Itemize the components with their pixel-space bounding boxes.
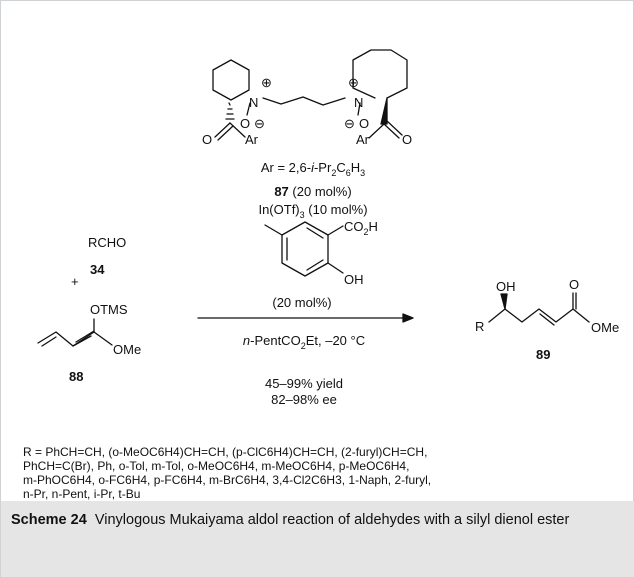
product-id: 89 <box>536 347 550 362</box>
right-c-o-bond-b <box>386 120 403 136</box>
right-n-o-bond <box>357 102 361 116</box>
left-o-charge: ⊖ <box>254 116 265 131</box>
salicylic-ring <box>281 221 329 277</box>
plus-sign: + <box>71 274 79 289</box>
aldehyde-id: 34 <box>90 262 105 277</box>
right-wedge <box>380 97 388 125</box>
product-ome-label: OMe <box>591 320 619 335</box>
r-group-list: R = PhCH=CH, (o-MeOC6H4)CH=CH, (p-ClC6H4… <box>23 445 613 501</box>
co2h-bond <box>327 225 344 236</box>
right-ar-label: Ar <box>356 132 370 147</box>
left-n-o-bond <box>246 102 251 116</box>
catalyst-loading: 87 (20 mol%) <box>274 184 351 199</box>
r-group-line-2: PhCH=C(Br), Ph, o-Tol, m-Tol, o-MeOC6H4,… <box>23 459 410 473</box>
right-n-charge: ⊕ <box>348 75 359 90</box>
oh-bond <box>327 262 344 274</box>
left-c-ar-bond <box>229 122 246 138</box>
left-piperidine-ring <box>212 59 250 101</box>
right-o-charge: ⊖ <box>344 116 355 131</box>
additive-loading: (20 mol%) <box>272 295 331 310</box>
left-hash-1 <box>228 102 231 106</box>
r-group-line-3: m-PhOC6H4, o-FC6H4, p-FC6H4, m-BrC6H4, 3… <box>23 473 432 487</box>
left-carbonyl-o: O <box>202 132 212 147</box>
caption-label: Scheme 24 <box>11 512 87 528</box>
right-n-label: N <box>354 95 363 110</box>
left-n-charge: ⊕ <box>261 75 272 90</box>
dienol-chain <box>37 331 95 347</box>
left-c-o-bond-b <box>217 125 234 141</box>
right-piperidine-ring <box>352 49 408 99</box>
left-c-o-bond-a <box>214 122 231 138</box>
right-c-o-bond-a <box>383 123 400 139</box>
ar-definition: Ar = 2,6-i-Pr2C6H3 <box>261 160 365 178</box>
methyl-bond <box>264 224 283 236</box>
propyl-linker <box>262 96 346 106</box>
product-oh-wedge <box>500 293 508 310</box>
left-o-label: O <box>240 116 250 131</box>
product-r-label: R <box>475 319 484 334</box>
r-group-line-1: R = PhCH=CH, (o-MeOC6H4)CH=CH, (p-ClC6H4… <box>23 445 428 459</box>
product-oh-label: OH <box>496 279 516 294</box>
dienol-id: 88 <box>69 369 83 384</box>
arrow-head <box>402 313 414 323</box>
left-n-label: N <box>249 95 258 110</box>
right-c-ar-bond <box>368 123 385 139</box>
ome-bond <box>93 331 113 346</box>
aldehyde-formula: RCHO <box>88 235 126 250</box>
ome-label: OMe <box>113 342 141 357</box>
otms-label: OTMS <box>90 302 128 317</box>
ee-range: 82–98% ee <box>271 392 337 407</box>
scheme-drawing: N ⊕ O ⊖ O Ar N ⊕ O ⊖ Ar O Ar = 2,6-i-Pr2… <box>37 49 619 407</box>
co2h-label: CO2H <box>344 219 378 237</box>
left-ar-label: Ar <box>245 132 259 147</box>
r-group-line-4: n-Pr, n-Pent, i-Pr, t-Bu <box>23 487 141 501</box>
solvent-conditions: n-PentCO2Et, –20 °C <box>243 333 365 351</box>
yield-range: 45–99% yield <box>265 376 343 391</box>
right-o-label: O <box>359 116 369 131</box>
product-carbonyl-o: O <box>569 277 579 292</box>
oh-label: OH <box>344 272 364 287</box>
lewis-acid: In(OTf)3 (10 mol%) <box>258 202 367 220</box>
scheme-caption: Scheme 24 Vinylogous Mukaiyama aldol rea… <box>1 501 634 577</box>
right-carbonyl-o: O <box>402 132 412 147</box>
product-chain <box>488 308 590 323</box>
caption-text: Vinylogous Mukaiyama aldol reaction of a… <box>94 512 570 528</box>
